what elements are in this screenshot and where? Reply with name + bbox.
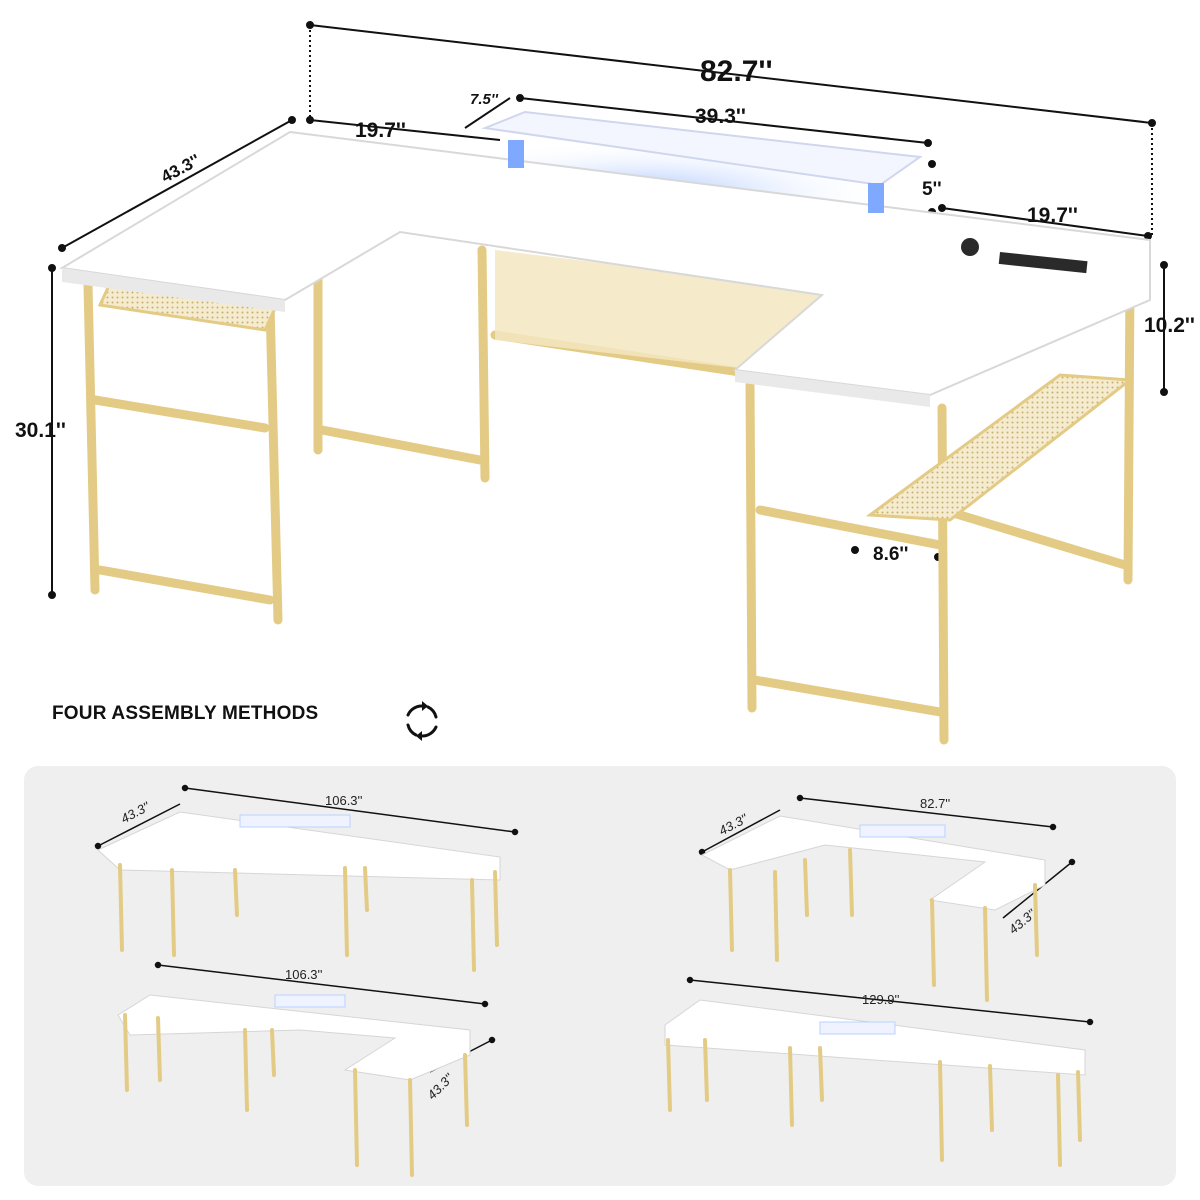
desk-frame xyxy=(83,245,1135,745)
u-desk-illustration xyxy=(48,21,1168,745)
riser-width-label: 39.3'' xyxy=(695,105,746,128)
riser-top-height-label: 10.2'' xyxy=(1144,314,1195,337)
riser-leg-right xyxy=(868,183,884,213)
left-return-width-label: 19.7'' xyxy=(355,119,406,142)
assembly-methods-heading: FOUR ASSEMBLY METHODS xyxy=(52,703,319,724)
config-4-illustration xyxy=(664,999,1086,1167)
right-storage-shelf xyxy=(865,373,1135,522)
config-2-illustration xyxy=(700,815,1046,1002)
dimension-lines xyxy=(48,21,1168,599)
monitor-riser xyxy=(481,110,923,187)
shelf-depth-label: 8.6'' xyxy=(873,544,909,565)
config-4-width-label: 129.9'' xyxy=(862,992,900,1007)
cable-grommet xyxy=(961,238,979,256)
config-2-width-label: 82.7'' xyxy=(920,796,951,811)
config-1-illustration xyxy=(97,811,501,972)
config-1-width-label: 106.3'' xyxy=(325,793,363,808)
riser-depth-label: 7.5'' xyxy=(470,91,498,108)
total-width-label: 82.7'' xyxy=(700,55,773,88)
total-height-label: 30.1'' xyxy=(15,419,66,442)
config-3-width-label: 106.3'' xyxy=(285,967,323,982)
power-strip xyxy=(998,252,1088,274)
config-3-illustration xyxy=(117,994,471,1177)
rotate-arrows-icon xyxy=(406,701,438,741)
right-return-width-label: 19.7'' xyxy=(1027,204,1078,227)
riser-height-label: 5'' xyxy=(922,179,942,200)
riser-leg-left xyxy=(508,140,524,168)
